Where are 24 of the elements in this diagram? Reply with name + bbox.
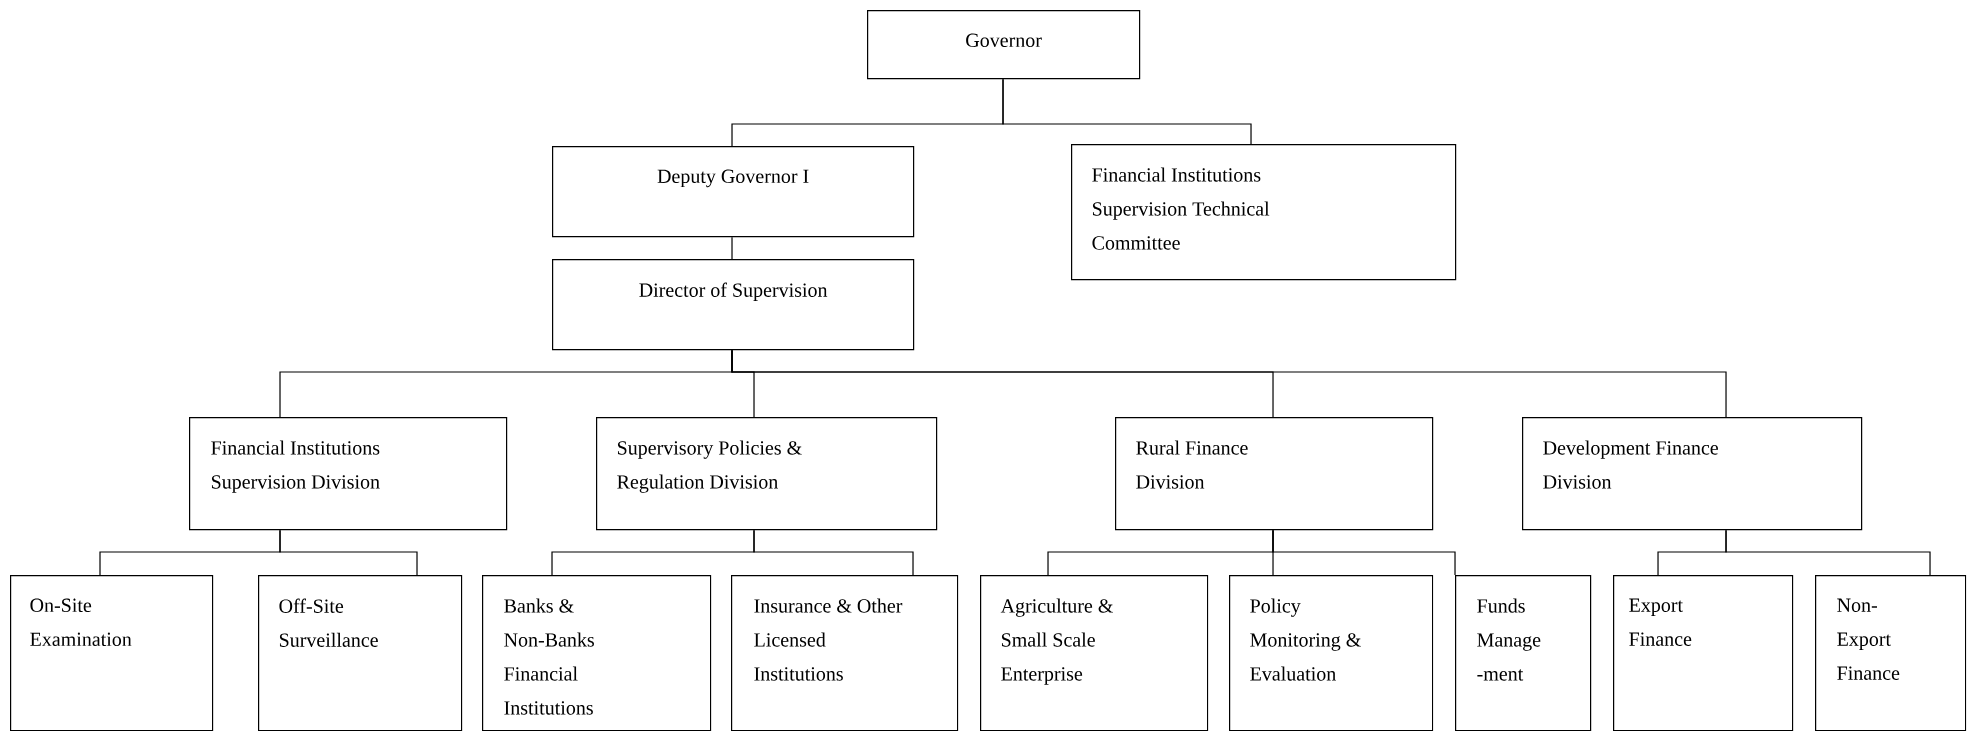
org-box: Off-Site Surveillance [258, 575, 463, 731]
connector-line [753, 529, 914, 576]
org-box: Export Finance [1613, 575, 1794, 731]
org-box: Agriculture & Small Scale Enterprise [980, 575, 1209, 731]
org-box: Funds Manage -ment [1455, 575, 1592, 731]
org-box: Policy Monitoring & Evaluation [1229, 575, 1434, 731]
org-box: Governor [867, 10, 1141, 80]
connector-line [731, 236, 733, 260]
connector-line [1002, 78, 1252, 145]
connector-line [279, 529, 418, 576]
org-box: Director of Supervision [552, 259, 915, 351]
org-box: Development Finance Division [1522, 417, 1863, 531]
org-box: Insurance & Other Licensed Institutions [731, 575, 959, 731]
org-box: Rural Finance Division [1115, 417, 1434, 531]
org-box: Financial Institutions Supervision Technical Committee [1071, 144, 1457, 281]
org-box: Deputy Governor I [552, 146, 915, 238]
org-box: Financial Institutions Supervision Division [189, 417, 508, 531]
connector-line [1272, 529, 1456, 576]
connector-line [731, 349, 1727, 418]
org-box: Non-Export Finance [1815, 575, 1967, 731]
org-box: Banks & Non-Banks Financial Institutions [482, 575, 712, 731]
org-box: Supervisory Policies & Regulation Division [596, 417, 938, 531]
connector-line [1725, 529, 1931, 576]
org-box: On-Site Examination [10, 575, 214, 731]
